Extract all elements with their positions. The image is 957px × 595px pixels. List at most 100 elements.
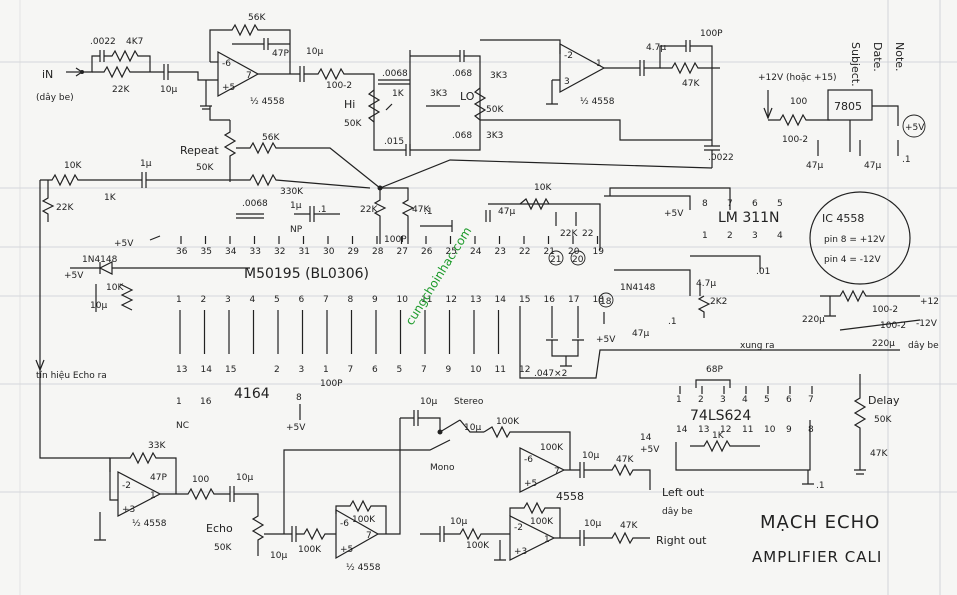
title-line2: AMPLIFIER CALI	[752, 548, 882, 566]
cap-10u-e: 10µ	[270, 551, 287, 561]
svg-text:NC: NC	[176, 421, 189, 431]
cap-015: .015	[384, 137, 404, 147]
m50195-pin-26: 26	[421, 247, 433, 257]
cap-220u-a: 220µ	[802, 315, 825, 325]
hi-pot-value: 50K	[344, 119, 362, 129]
res-47k-d: 47K	[620, 521, 638, 531]
ram-pin-2: 2	[274, 365, 280, 375]
cap-47u-d: 47µ	[806, 161, 823, 171]
cap-068-b: .068	[452, 131, 472, 141]
right-out-label: Right out	[656, 534, 707, 547]
res-56k-b: 56K	[262, 133, 280, 143]
svg-text:1: 1	[176, 397, 182, 407]
m50195-pin-7: 7	[323, 295, 329, 305]
m50195-pin-36: 36	[176, 247, 188, 257]
m50195-pin-3: 3	[225, 295, 231, 305]
res-100-2-b: 100-2	[782, 135, 808, 145]
opamp-tone-label: ½ 4558	[580, 97, 615, 107]
svg-text:-6: -6	[222, 59, 231, 69]
input-label: iN	[42, 68, 53, 81]
ram-4164-label: 4164	[234, 386, 270, 402]
m50195-pin-8: 8	[348, 295, 354, 305]
m50195-pin-5: 5	[274, 295, 280, 305]
cap-01: .01	[756, 267, 770, 277]
res-100k-c: 100K	[496, 417, 520, 427]
xung-ra-label: xung ra	[740, 341, 775, 351]
svg-text:+5: +5	[524, 479, 537, 489]
svg-text:+3: +3	[514, 547, 527, 557]
left-power: +5V 1N4148 +5V 10K 10µ tín hiệu Echo ra	[35, 180, 250, 459]
mono-label: Mono	[430, 463, 455, 473]
ic-box-line3: pin 4 = -12V	[824, 255, 881, 265]
ram-pin-5: 5	[397, 365, 403, 375]
opamp-input-label: ½ 4558	[250, 97, 285, 107]
left-out-sub: dây be	[662, 507, 693, 517]
m50195-pin-13: 13	[470, 295, 481, 305]
cap-10u-g: 10µ	[464, 423, 481, 433]
opamp-echo-label: ½ 4558	[132, 519, 167, 529]
svg-text:7: 7	[366, 531, 372, 541]
res-3k3-c: 3K3	[486, 131, 503, 141]
lo-pot-value: 50K	[486, 105, 504, 115]
plus5-a: +5V	[114, 239, 134, 249]
ls624-pin-6: 6	[786, 395, 792, 405]
m50195-pin-14: 14	[495, 295, 507, 305]
ram-pin-3: 3	[299, 365, 305, 375]
margin-labels: Note. Date. Subject.	[849, 42, 906, 87]
ram-pin-14: 14	[201, 365, 213, 375]
ls624-label: 74LS624	[690, 408, 751, 424]
m50195-pin-28: 28	[372, 247, 384, 257]
lm311-pin-3: 3	[752, 231, 758, 241]
plus5-e: +5V	[596, 335, 616, 345]
hi-pot-label: Hi	[344, 98, 355, 111]
ls624-pin-12: 12	[720, 425, 731, 435]
m50195-pin-2: 2	[201, 295, 207, 305]
res-47k-b: 47K	[412, 205, 430, 215]
cap-10u-j: 10µ	[584, 519, 601, 529]
cap-47u-e: 47µ	[864, 161, 881, 171]
cap-01-c: .1	[318, 205, 327, 215]
cap-1-d: .1	[668, 317, 677, 327]
cap-10u-f: 10µ	[420, 397, 437, 407]
lo-pot-label: LO	[460, 90, 475, 103]
cap-100p-b: 100P	[384, 235, 407, 245]
svg-text:14: 14	[640, 433, 652, 443]
svg-text:-2: -2	[122, 481, 131, 491]
np-label: NP	[290, 225, 303, 235]
ram-pin-7: 7	[421, 365, 427, 375]
res-10k-c: 10K	[106, 283, 124, 293]
stereo-label: Stereo	[454, 397, 484, 407]
diode-1n4148-a: 1N4148	[82, 255, 118, 265]
m50195-pin-30: 30	[323, 247, 335, 257]
res-22k-c: 22K	[360, 205, 378, 215]
res-2k2: 2K2	[710, 297, 727, 307]
ls624-pin-14: 14	[676, 425, 688, 435]
cap-0022-b: .0022	[708, 153, 734, 163]
plus5-b: +5V	[64, 271, 84, 281]
m50195-label: M50195 (BL0306)	[244, 266, 369, 282]
m50195-pin-19: 19	[593, 247, 605, 257]
m50195-pin-6: 6	[299, 295, 305, 305]
title-block: MẠCH ECHO AMPLIFIER CALI	[752, 512, 882, 566]
m50195-pin-24: 24	[470, 247, 482, 257]
cap-0068-b: .0068	[242, 199, 268, 209]
echo-pot-value: 50K	[214, 543, 232, 553]
cap-10u-b: 10µ	[306, 47, 323, 57]
svg-text:-2: -2	[514, 523, 523, 533]
res-3k3-b: 3K3	[430, 89, 447, 99]
res-100-2-a: 100-2	[326, 81, 352, 91]
res-22k-b: 22K	[56, 203, 74, 213]
cap-0068-a: .0068	[382, 69, 408, 79]
cap-10u-h: 10µ	[582, 451, 599, 461]
m50195-pin-33: 33	[250, 247, 261, 257]
res-10k-a: 10K	[64, 161, 82, 171]
ram-pin-12: 12	[519, 365, 530, 375]
ram-pin-10: 10	[470, 365, 482, 375]
ic-box-line2: pin 8 = +12V	[824, 235, 886, 245]
svg-text:1: 1	[544, 535, 550, 545]
